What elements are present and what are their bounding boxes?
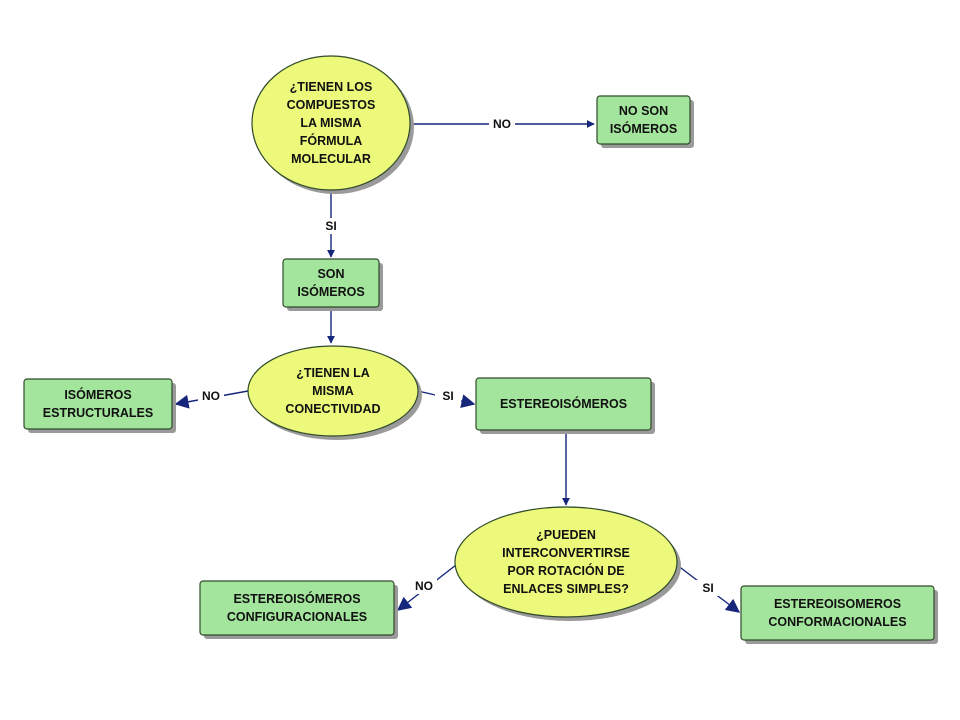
node-q-formula: ¿TIENEN LOS COMPUESTOS LA MISMA FÓRMULA MOLE… bbox=[251, 55, 414, 194]
node-q-rotacion-label-line: POR ROTACIÓN DE bbox=[507, 563, 624, 578]
node-configuracionales-label-line: ESTEREOISÓMEROS bbox=[233, 591, 360, 606]
node-q-rotacion-label-line: ENLACES SIMPLES? bbox=[503, 582, 629, 596]
node-configuracionales-label-line: CONFIGURACIONALES bbox=[227, 610, 367, 624]
edge-label-no: NO bbox=[415, 579, 433, 593]
node-conformacionales-label-line: ESTEREOISOMEROS bbox=[774, 597, 901, 611]
result-box bbox=[596, 95, 691, 145]
node-q-conectividad: ¿TIENEN LA MISMA CONECTIVIDAD bbox=[247, 345, 422, 440]
node-q-formula-label-line: LA MISMA bbox=[300, 116, 361, 130]
node-no-isomeros: NO SON ISÓMEROS bbox=[596, 95, 694, 148]
node-q-rotacion-label-line: INTERCONVERTIRSE bbox=[502, 546, 630, 560]
node-no-isomeros-label-line: NO SON bbox=[619, 104, 668, 118]
decision-ellipse bbox=[251, 55, 411, 191]
edge-label-si: SI bbox=[702, 581, 713, 595]
node-estructurales: ISÓMEROS ESTRUCTURALES bbox=[23, 378, 176, 433]
edge-label-background bbox=[411, 578, 437, 594]
result-box bbox=[740, 585, 935, 641]
edge-q_conectividad-to-estereoisomeros: SI bbox=[417, 388, 476, 408]
edge-label-background bbox=[318, 218, 344, 234]
edge-label-background bbox=[695, 580, 721, 596]
node-estereoisomeros-label-line: ESTEREOISÓMEROS bbox=[500, 396, 627, 411]
edge-q_conectividad-to-estructurales: NO bbox=[174, 388, 249, 409]
edge-q_formula-to-son_isomeros: SI bbox=[318, 190, 344, 258]
node-conformacionales-label-line: CONFORMACIONALES bbox=[768, 615, 906, 629]
edge-q_formula-to-no_isomeros: NO bbox=[410, 116, 595, 132]
node-son-isomeros: SON ISÓMEROS bbox=[282, 258, 383, 311]
node-estereoisomeros: ESTEREOISÓMEROS bbox=[475, 377, 655, 434]
decision-ellipse bbox=[247, 345, 419, 437]
result-box bbox=[23, 378, 173, 430]
edge-q_rotacion-to-conformacionales: SI bbox=[676, 564, 741, 613]
node-q-conectividad-label-line: ¿TIENEN LA bbox=[296, 366, 370, 380]
node-q-formula-label-line: COMPUESTOS bbox=[287, 98, 376, 112]
result-box bbox=[475, 377, 652, 431]
node-q-rotacion: ¿PUEDEN INTERCONVERTIRSE POR ROTACIÓN DE EN… bbox=[454, 506, 681, 621]
result-box bbox=[199, 580, 395, 636]
edge-label-si: SI bbox=[325, 219, 336, 233]
node-conformacionales: ESTEREOISOMEROS CONFORMACIONALES bbox=[740, 585, 938, 644]
node-q-formula-label-line: MOLECULAR bbox=[291, 152, 371, 166]
edge-label-background bbox=[489, 116, 515, 132]
node-estructurales-label-line: ESTRUCTURALES bbox=[43, 406, 153, 420]
node-son-isomeros-label-line: ISÓMEROS bbox=[297, 284, 364, 299]
node-q-conectividad-label-line: MISMA bbox=[312, 384, 354, 398]
node-son-isomeros-label-line: SON bbox=[317, 267, 344, 281]
edge-label-si: SI bbox=[442, 389, 453, 403]
edge-label-background bbox=[198, 388, 224, 404]
edge-label-no: NO bbox=[493, 117, 511, 131]
edge-q_rotacion-to-configuracionales: NO bbox=[396, 564, 457, 611]
decision-ellipse bbox=[454, 506, 678, 618]
node-q-formula-label-line: ¿TIENEN LOS bbox=[290, 80, 373, 94]
node-estructurales-label-line: ISÓMEROS bbox=[64, 387, 131, 402]
node-configuracionales: ESTEREOISÓMEROS CONFIGURACIONALES bbox=[199, 580, 398, 639]
node-q-formula-label-line: FÓRMULA bbox=[300, 133, 363, 148]
node-no-isomeros-label-line: ISÓMEROS bbox=[610, 121, 677, 136]
node-q-conectividad-label-line: CONECTIVIDAD bbox=[285, 402, 380, 416]
result-box bbox=[282, 258, 380, 308]
node-q-rotacion-label-line: ¿PUEDEN bbox=[536, 528, 596, 542]
edge-label-no: NO bbox=[202, 389, 220, 403]
edge-label-background bbox=[435, 388, 461, 404]
